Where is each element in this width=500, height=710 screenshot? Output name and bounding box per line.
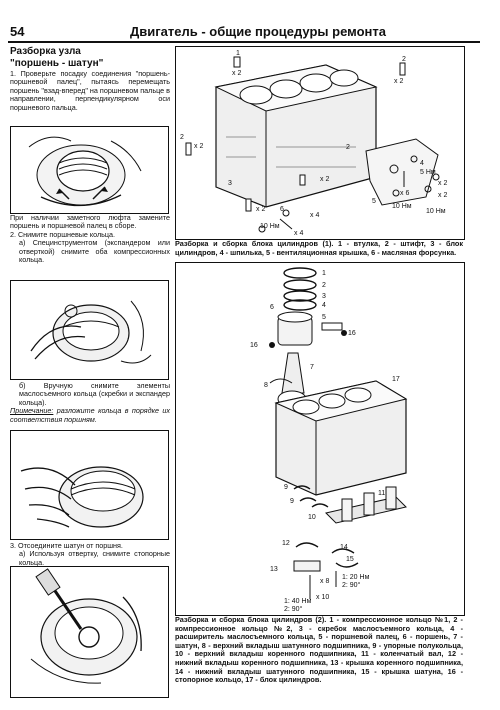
- fig1-label-5: 5: [372, 198, 376, 205]
- step-3-text: 3. Отсоедините шатун от поршня.: [10, 541, 123, 550]
- fig2-label-17: 17: [392, 376, 400, 383]
- note-text: Примечание: разложите кольца в порядке и…: [10, 406, 170, 424]
- fig2-label-torque-2: 2: 90°: [342, 581, 361, 589]
- fig2-label-x10: x 10: [316, 594, 329, 601]
- step-2b-text: б) Вручную снимите элементы маслосъемног…: [19, 381, 170, 407]
- step-1-text: 1. Проверьте посадку соединения "поршень…: [10, 69, 170, 112]
- step-3a-text: а) Используя отвертку, снимите стопорные…: [19, 549, 170, 567]
- step-1-note-text: При наличии заметного люфта замените пор…: [10, 213, 170, 231]
- illustration-oil-ring-removal: [10, 430, 169, 540]
- fig1-label-x2-d: x 2: [320, 176, 329, 183]
- fig2-label-16-b: 16: [348, 330, 356, 337]
- figure-2-caption: Разборка и сборка блока цилиндров (2). 1…: [175, 615, 463, 685]
- fig2-label-x8: x 8: [320, 578, 329, 585]
- fig2-label-torque-3: 1: 40 Нм: [284, 598, 312, 605]
- figure-cylinder-block-2: 1 2 3 4 5 6 16 16 7 8 17 9 9 10 11 12 13…: [175, 262, 465, 616]
- section-title-1: Разборка узла: [10, 46, 81, 57]
- fig1-label-10nm-a: 10 Нм: [392, 203, 412, 210]
- fig1-label-3: 3: [228, 180, 232, 187]
- left-text-block-1: Разборка узла "поршень - шатун" 1. Прове…: [10, 44, 170, 112]
- header-rule: [8, 41, 480, 43]
- page-title: Двигатель - общие процедуры ремонта: [130, 24, 386, 39]
- illustration-snap-ring-removal: [10, 566, 169, 698]
- page-number: 54: [10, 24, 25, 39]
- fig1-label-1: 1: [236, 50, 240, 57]
- fig1-label-x4: x 4: [310, 212, 319, 219]
- note-body: разложите кольца в порядке их соответств…: [10, 406, 170, 424]
- fig1-label-x2-f: x 2: [438, 180, 447, 187]
- fig2-label-11: 11: [378, 490, 385, 497]
- step-2-text: 2. Снимите поршневые кольца.: [10, 229, 116, 239]
- fig2-label-14: 14: [340, 544, 348, 551]
- fig1-label-2-c: 2: [346, 144, 350, 151]
- section-title-2: "поршень - шатун": [10, 58, 104, 69]
- illustration-ring-expander: [10, 280, 169, 380]
- fig2-label-5: 5: [322, 314, 326, 321]
- fig1-label-x2-c: x 2: [194, 143, 203, 150]
- fig1-label-4: 4: [420, 160, 424, 167]
- fig1-label-2-a: 2: [402, 56, 406, 63]
- step-2a-text: а) Специнструментом (экспандером или отв…: [19, 238, 170, 265]
- fig2-label-9-a: 9: [284, 484, 288, 491]
- fig2-label-16-a: 16: [250, 342, 258, 349]
- fig2-label-13: 13: [270, 566, 278, 573]
- fig2-label-torque-1: 1: 20 Нм: [342, 574, 370, 581]
- fig1-label-x2-e: x 2: [256, 206, 265, 213]
- fig2-label-2: 2: [322, 282, 326, 289]
- note-label: Примечание:: [10, 406, 54, 416]
- fig2-label-10: 10: [308, 514, 316, 521]
- fig2-label-12: 12: [282, 540, 290, 547]
- fig2-label-15: 15: [346, 556, 354, 563]
- fig1-label-x2-b: x 2: [394, 78, 403, 85]
- fig2-label-1: 1: [322, 270, 326, 277]
- fig1-label-x4-b: x 4: [294, 230, 303, 237]
- fig1-label-x6: x 6: [400, 190, 409, 197]
- fig2-label-torque-4: 2: 90°: [284, 605, 303, 613]
- fig1-label-10nm-c: 10 Нм: [260, 223, 280, 230]
- left-text-block-4: 3. Отсоедините шатун от поршня. а) Испол…: [10, 541, 170, 567]
- fig2-label-7: 7: [310, 364, 314, 371]
- fig2-label-3: 3: [322, 293, 326, 300]
- figure-cylinder-block-1: 1 x 2 2 x 2 2 x 2 2 3 x 2 x 2 6 x 4 4 5 …: [175, 46, 465, 240]
- page-header: 54 Двигатель - общие процедуры ремонта: [0, 0, 500, 46]
- fig1-label-2-b: 2: [180, 134, 184, 141]
- figure-1-caption: Разборка и сборка блока цилиндров (1). 1…: [175, 239, 463, 257]
- fig2-label-9-b: 9: [290, 498, 294, 505]
- fig1-label-10nm-b: 10 Нм: [426, 208, 446, 215]
- illustration-piston-check: [10, 126, 169, 214]
- fig2-label-4: 4: [322, 302, 326, 309]
- left-text-block-2: При наличии заметного люфта замените пор…: [10, 213, 170, 265]
- fig2-label-8: 8: [264, 382, 268, 389]
- left-text-block-3: б) Вручную снимите элементы маслосъемног…: [10, 381, 170, 424]
- fig1-label-x2-a: x 2: [232, 70, 241, 77]
- fig1-label-6: 6: [280, 206, 284, 213]
- fig1-label-x2-g: x 2: [438, 192, 447, 199]
- fig2-label-6: 6: [270, 304, 274, 311]
- fig1-label-5nm: 5 Нм: [420, 169, 436, 176]
